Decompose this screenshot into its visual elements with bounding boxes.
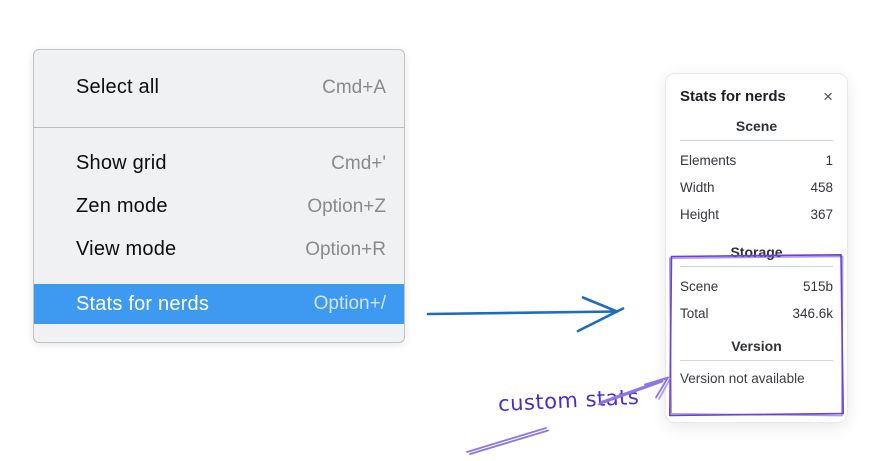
menu-item-stats-for-nerds[interactable]: Stats for nerds Option+/ xyxy=(34,284,404,324)
menu-item-label: View mode xyxy=(76,238,177,260)
section-title: Scene xyxy=(735,118,778,134)
section-version: Version Version not available xyxy=(680,338,833,386)
menu-item-shortcut: Option+Z xyxy=(307,195,386,217)
section-divider xyxy=(680,140,833,141)
stat-label: Scene xyxy=(680,279,719,294)
stat-value: 1 xyxy=(825,153,833,168)
menu-item-show-grid[interactable]: Show grid Cmd+' xyxy=(34,142,404,185)
stat-label: Height xyxy=(680,207,720,222)
stat-label: Width xyxy=(680,180,715,195)
section-storage: Storage Scene 515b Total 346.6k xyxy=(680,244,833,327)
stat-value: 515b xyxy=(802,279,833,294)
stat-value: 367 xyxy=(810,207,833,222)
annotation-custom-stats-label: custom stats xyxy=(497,384,640,417)
menu-item-shortcut: Cmd+' xyxy=(331,152,386,174)
stat-row-elements: Elements 1 xyxy=(680,147,833,174)
version-note: Version not available xyxy=(680,371,805,386)
stat-value: 458 xyxy=(810,180,833,195)
section-divider xyxy=(680,266,833,267)
close-icon[interactable]: × xyxy=(823,87,833,106)
menu-item-zen-mode[interactable]: Zen mode Option+Z xyxy=(34,185,404,228)
menu-divider xyxy=(34,127,404,128)
menu-item-shortcut: Option+R xyxy=(305,238,386,260)
menu-item-label: Zen mode xyxy=(76,195,168,217)
stat-row-width: Width 458 xyxy=(680,174,833,201)
section-scene: Scene Elements 1 Width 458 Height 367 xyxy=(680,118,833,228)
stat-value: 346.6k xyxy=(792,306,833,321)
stat-row-total-size: Total 346.6k xyxy=(680,300,833,327)
menu-item-label: Select all xyxy=(76,76,160,98)
context-menu: Select all Cmd+A Show grid Cmd+' Zen mod… xyxy=(33,49,405,343)
stat-row-height: Height 367 xyxy=(680,201,833,228)
menu-item-select-all[interactable]: Select all Cmd+A xyxy=(34,66,404,109)
stat-label: Total xyxy=(680,306,709,321)
panel-title: Stats for nerds xyxy=(680,88,786,105)
annotation-underline xyxy=(466,427,549,455)
section-divider xyxy=(680,360,833,361)
section-title: Version xyxy=(731,338,782,354)
panel-header: Stats for nerds × xyxy=(680,88,833,105)
stat-row-scene-size: Scene 515b xyxy=(680,273,833,300)
stat-label: Elements xyxy=(680,153,737,168)
stats-for-nerds-panel: Stats for nerds × Scene Elements 1 Width… xyxy=(665,73,848,423)
menu-item-shortcut: Option+/ xyxy=(313,293,386,314)
section-title: Storage xyxy=(730,244,783,260)
menu-item-shortcut: Cmd+A xyxy=(322,76,386,98)
menu-item-label: Show grid xyxy=(76,152,167,174)
menu-item-label: Stats for nerds xyxy=(76,292,210,315)
flow-arrow xyxy=(426,296,625,333)
menu-item-view-mode[interactable]: View mode Option+R xyxy=(34,228,404,271)
